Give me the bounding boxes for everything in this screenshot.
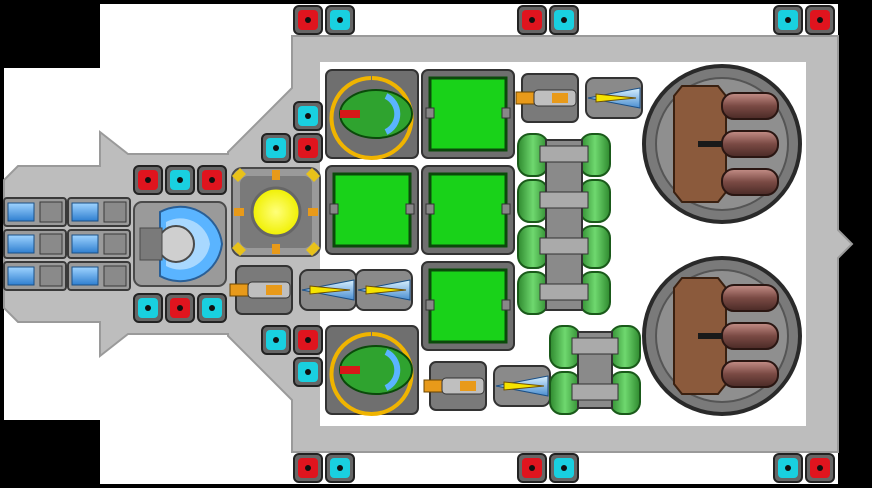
- thruster[interactable]: [67, 197, 131, 227]
- green-drone[interactable]: [325, 69, 419, 160]
- cyan-light-icon: [549, 5, 579, 35]
- thruster-bank[interactable]: [3, 197, 131, 291]
- heavy-turrets[interactable]: [642, 64, 802, 416]
- reactor-module[interactable]: [231, 167, 321, 257]
- red-light-icon: [293, 453, 323, 483]
- cyan-light-icon: [549, 453, 579, 483]
- thruster[interactable]: [3, 261, 67, 291]
- cyan-light-icon: [325, 453, 355, 483]
- thruster[interactable]: [67, 261, 131, 291]
- cyan-light-icon: [165, 165, 195, 195]
- cyan-light-icon: [197, 293, 227, 323]
- laser-projector[interactable]: [355, 269, 413, 311]
- laser-gun[interactable]: [423, 361, 487, 411]
- cyan-light-icon: [261, 133, 291, 163]
- fuel-tank[interactable]: [549, 325, 641, 415]
- armor-panel[interactable]: [421, 165, 515, 255]
- green-drone[interactable]: [325, 325, 419, 416]
- armor-panel[interactable]: [325, 165, 419, 255]
- drone-bays[interactable]: [325, 69, 419, 416]
- cyan-light-icon: [293, 357, 323, 387]
- cyan-light-icon: [261, 325, 291, 355]
- armor-panel[interactable]: [421, 69, 515, 159]
- red-light-icon: [805, 5, 835, 35]
- laser-projector[interactable]: [585, 77, 643, 119]
- thruster[interactable]: [3, 197, 67, 227]
- nav-lights: [133, 5, 835, 483]
- cyan-light-icon: [293, 101, 323, 131]
- laser-projector[interactable]: [493, 365, 551, 407]
- laser-gun[interactable]: [515, 73, 579, 123]
- armor-panel-grid[interactable]: [325, 69, 515, 351]
- laser-projector[interactable]: [299, 269, 357, 311]
- heavy-cannon-turret[interactable]: [642, 64, 802, 224]
- red-light-icon: [805, 453, 835, 483]
- red-light-icon: [165, 293, 195, 323]
- red-light-icon: [293, 133, 323, 163]
- red-light-icon: [197, 165, 227, 195]
- cyan-light-icon: [773, 453, 803, 483]
- heavy-cannon-turret[interactable]: [642, 256, 802, 416]
- red-light-icon: [293, 325, 323, 355]
- fuel-tank-cluster[interactable]: [517, 133, 641, 415]
- red-light-icon: [133, 165, 163, 195]
- cyan-light-icon: [133, 293, 163, 323]
- cyan-light-icon: [325, 5, 355, 35]
- cyan-light-icon: [773, 5, 803, 35]
- fuel-tank[interactable]: [517, 133, 611, 315]
- gun-mounts[interactable]: [229, 73, 643, 411]
- armor-panel[interactable]: [421, 261, 515, 351]
- thruster[interactable]: [3, 229, 67, 259]
- red-light-icon: [517, 453, 547, 483]
- laser-gun[interactable]: [229, 265, 293, 315]
- cockpit-module[interactable]: [133, 201, 227, 287]
- red-light-icon: [293, 5, 323, 35]
- red-light-icon: [517, 5, 547, 35]
- thruster[interactable]: [67, 229, 131, 259]
